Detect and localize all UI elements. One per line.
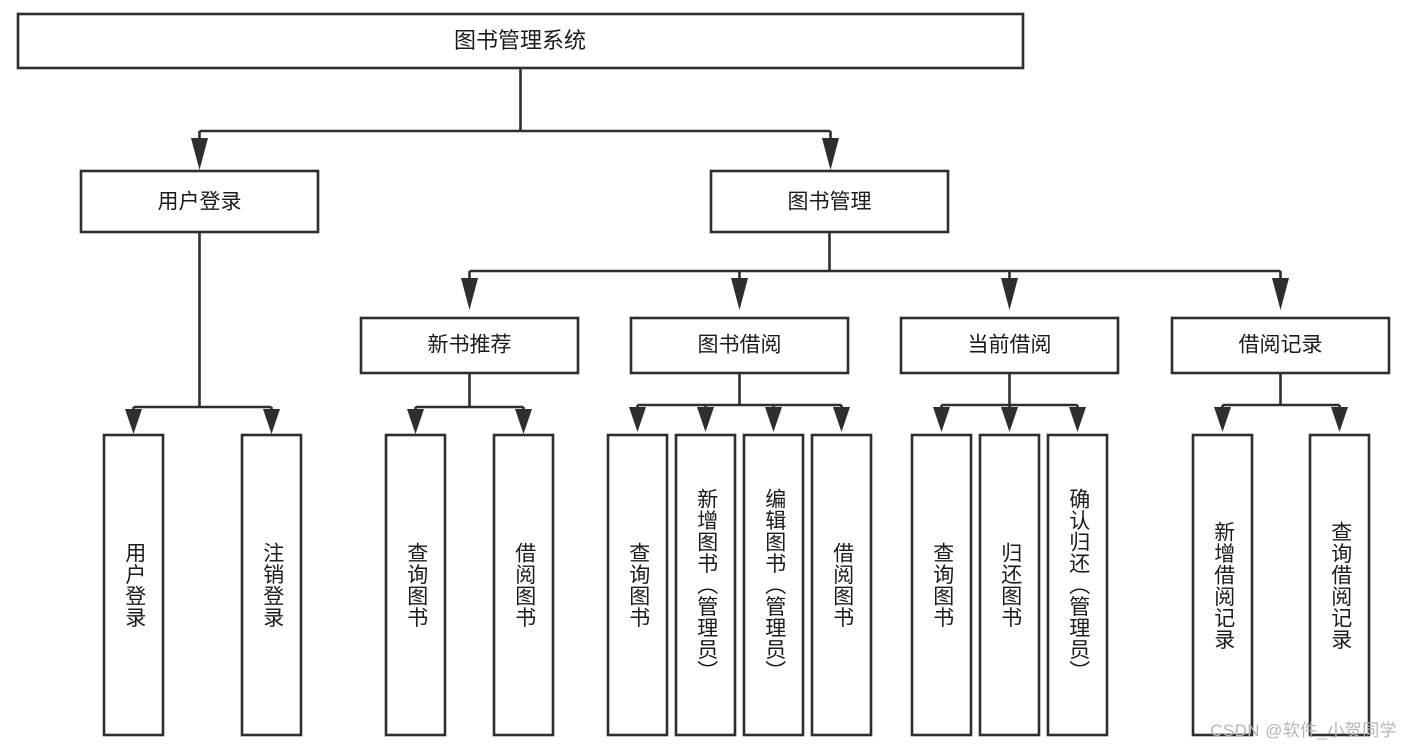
leaf-box-book-borrow-1[interactable] [606,433,669,737]
arrowhead-bookborrow-leaf-1 [629,407,646,432]
arrowhead-to-current-borrow [1001,278,1018,310]
leaf-box-book-borrow-3[interactable] [742,433,805,737]
leaf-box-user-login-2[interactable] [240,433,303,737]
node-book-mgmt-box[interactable] [709,169,950,234]
arrowhead-to-borrow-record [1272,278,1289,310]
node-current-borrow-box[interactable] [899,316,1120,375]
leaf-box-current-borrow-2[interactable] [978,433,1041,737]
node-root-label: 图书管理系统 [454,28,586,53]
leaf-box-current-borrow-1[interactable] [910,433,973,737]
node-book-borrow-box[interactable] [629,316,850,375]
arrowhead-bookborrow-leaf-2 [697,407,714,432]
arrowhead-bookborrow-leaf-4 [833,407,850,432]
node-user-login-label: 用户登录 [158,191,242,214]
leaf-box-borrow-record-2[interactable] [1308,433,1371,737]
node-new-book-label: 新书推荐 [428,334,512,357]
csdn-watermark: CSDN @软件_小贺同学 [1210,721,1397,740]
arrowhead-userlogin-leaf-1 [125,409,142,434]
node-borrow-record-box[interactable] [1170,316,1391,375]
leaf-box-book-borrow-4[interactable] [810,433,873,737]
node-current-borrow-label: 当前借阅 [968,334,1052,357]
leaf-box-new-book-2[interactable] [492,433,555,737]
arrowhead-currentborrow-leaf-2 [1001,407,1018,432]
node-book-borrow-label: 图书借阅 [698,334,782,357]
arrowhead-newbook-leaf-2 [515,409,532,434]
leaf-box-user-login-1[interactable] [102,433,165,737]
arrowhead-userlogin-leaf-2 [263,409,280,434]
arrowhead-currentborrow-leaf-3 [1069,407,1086,432]
node-root-box[interactable] [16,12,1025,70]
arrowhead-to-book-borrow [731,278,748,310]
leaf-box-book-borrow-2[interactable] [674,433,737,737]
arrowhead-borrowrecord-leaf-2 [1331,407,1348,432]
node-book-mgmt-label: 图书管理 [788,191,872,214]
arrowhead-newbook-leaf-1 [407,409,424,434]
arrowhead-borrowrecord-leaf-1 [1214,407,1231,432]
arrowhead-bookborrow-leaf-3 [765,407,782,432]
arrowhead-to-new-book [461,278,478,310]
arrowhead-to-user-login [191,138,208,170]
node-new-book-box[interactable] [359,316,580,375]
arrowhead-to-book-mgmt [822,138,839,170]
leaf-box-new-book-1[interactable] [384,433,447,737]
arrowhead-currentborrow-leaf-1 [933,407,950,432]
leaf-box-borrow-record-1[interactable] [1191,433,1254,737]
node-borrow-record-label: 借阅记录 [1239,334,1323,357]
leaf-box-current-borrow-3[interactable] [1046,433,1109,737]
